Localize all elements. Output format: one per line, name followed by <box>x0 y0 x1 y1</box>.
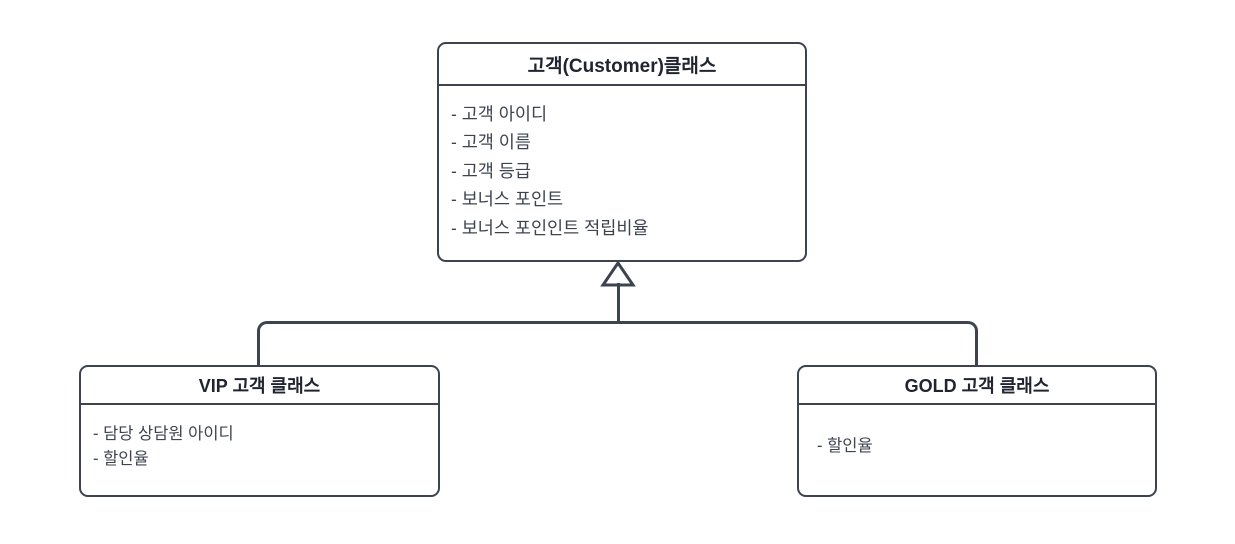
attribute-item: - 할인율 <box>93 450 149 468</box>
class-box-customer[interactable]: 고객(Customer)클래스 - 고객 아이디 - 고객 이름 - 고객 등급… <box>437 42 807 262</box>
class-box-gold[interactable]: GOLD 고객 클래스 - 할인율 <box>797 365 1157 497</box>
attribute-item: - 담당 상담원 아이디 <box>93 424 234 443</box>
attribute-item: - 고객 등급 <box>451 160 531 181</box>
class-title-vip: VIP 고객 클래스 <box>81 367 438 405</box>
class-box-vip[interactable]: VIP 고객 클래스 - 담당 상담원 아이디 - 할인율 <box>79 365 440 497</box>
attribute-item: - 고객 아이디 <box>451 103 548 124</box>
attribute-item: - 할인율 <box>817 437 873 455</box>
attribute-item: - 고객 이름 <box>451 132 531 152</box>
class-attributes-gold: - 할인율 <box>799 405 1155 455</box>
attribute-item: - 보너스 포인인트 적립비율 <box>451 217 649 238</box>
connector-bus <box>257 321 978 367</box>
class-title-customer: 고객(Customer)클래스 <box>439 44 805 86</box>
attribute-item: - 보너스 포인트 <box>451 189 564 209</box>
class-title-gold: GOLD 고객 클래스 <box>799 367 1155 405</box>
connector-stem <box>617 283 620 323</box>
class-attributes-customer: - 고객 아이디 - 고객 이름 - 고객 등급 - 보너스 포인트 - 보너스… <box>439 86 805 243</box>
class-attributes-vip: - 담당 상담원 아이디 - 할인율 <box>81 405 438 472</box>
